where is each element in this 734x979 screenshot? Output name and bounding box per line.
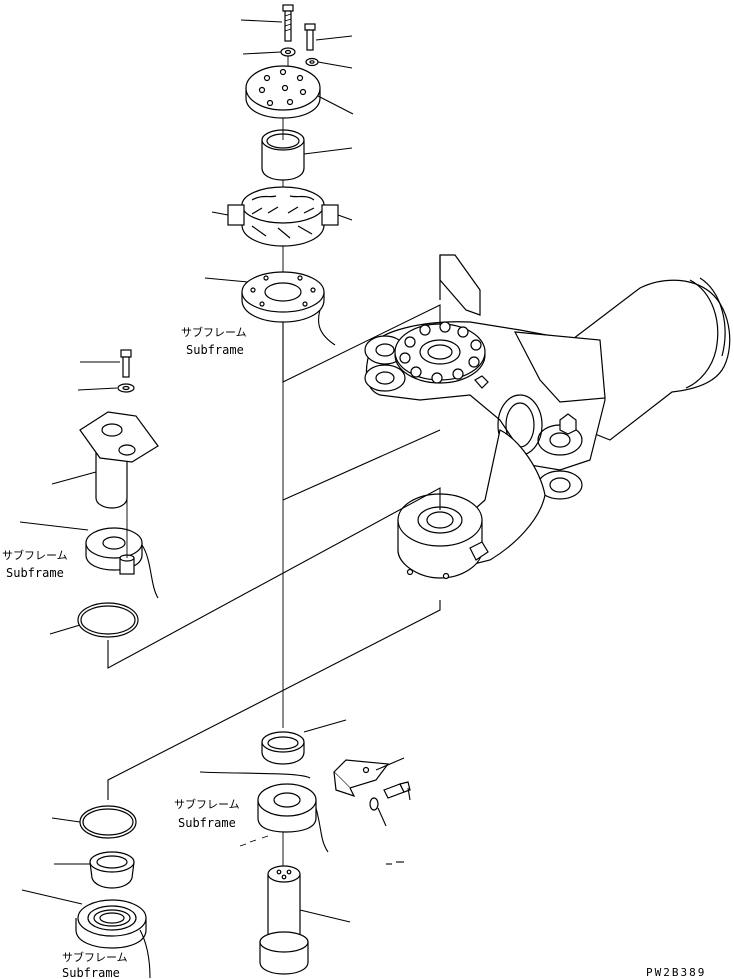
top-bolt-long <box>240 4 294 42</box>
bottom-pin <box>259 865 351 975</box>
top-cap-plate <box>245 56 354 119</box>
top-bolt-short <box>304 23 353 51</box>
subframe-en-label-bottom: Subframe <box>178 816 236 830</box>
drawing-code: PW2B389 <box>646 966 706 979</box>
top-bushing <box>261 129 353 181</box>
axle-housing <box>364 254 731 580</box>
flange-bolts <box>399 321 482 384</box>
bottom-bushing <box>199 771 329 853</box>
bottom-seal <box>261 719 347 765</box>
top-washers <box>242 47 353 69</box>
subframe-jp-label-top: サブフレーム <box>181 325 247 339</box>
top-retainer-ring <box>204 271 336 346</box>
left-bushing <box>19 521 159 599</box>
left-bolt <box>80 349 132 378</box>
left-washer <box>77 383 135 393</box>
subframe-en-label-bottom-left: Subframe <box>62 966 120 979</box>
bottom-left-o-ring <box>51 805 137 839</box>
subframe-jp-label-bottom: サブフレーム <box>174 797 240 811</box>
left-pin-with-plate <box>51 411 159 509</box>
bottom-left-bushing <box>54 851 135 889</box>
subframe-jp-label-left: サブフレーム <box>2 548 68 562</box>
left-o-ring <box>49 602 139 638</box>
subframe-jp-label-bottom-left: サブフレーム <box>62 950 128 964</box>
bottom-left-retainer <box>21 889 151 979</box>
subframe-en-label-top: Subframe <box>186 343 244 357</box>
top-spherical-bearing <box>211 186 353 247</box>
subframe-en-label-left: Subframe <box>6 566 64 580</box>
bottom-bracket <box>333 757 405 798</box>
bottom-bracket-bolt <box>369 781 411 827</box>
